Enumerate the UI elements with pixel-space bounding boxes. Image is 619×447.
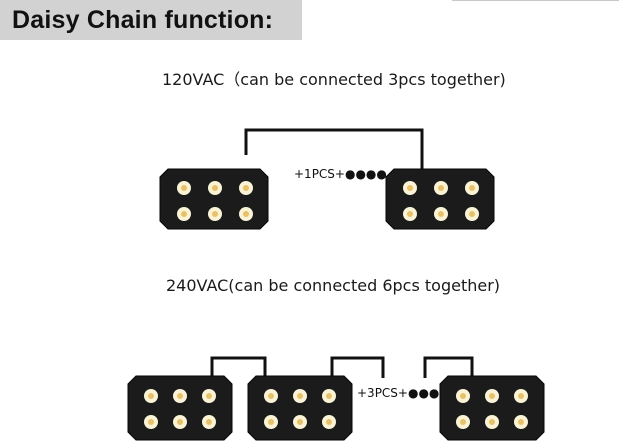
cable-bottom-2 xyxy=(330,356,385,378)
connection-label-1pcs: +1PCS+●●●● xyxy=(294,167,387,181)
cable-bottom-3 xyxy=(423,356,474,378)
fixture-top-left xyxy=(159,168,269,230)
header-bar xyxy=(0,0,302,40)
caption-240vac: 240VAC(can be connected 6pcs together) xyxy=(166,276,501,295)
cable-bottom-1 xyxy=(210,356,267,378)
page-title: Daisy Chain function: xyxy=(12,6,274,34)
fixture-bottom-1 xyxy=(127,375,233,441)
cable-top xyxy=(244,128,424,170)
fixture-top-right xyxy=(385,168,495,230)
fixture-bottom-2 xyxy=(247,375,353,441)
caption-120vac: 120VAC（can be connected 3pcs together) xyxy=(162,70,506,89)
connection-label-3pcs: +3PCS+●●●● xyxy=(357,386,450,400)
fixture-bottom-3 xyxy=(439,375,545,441)
corner-divider xyxy=(452,0,619,1)
